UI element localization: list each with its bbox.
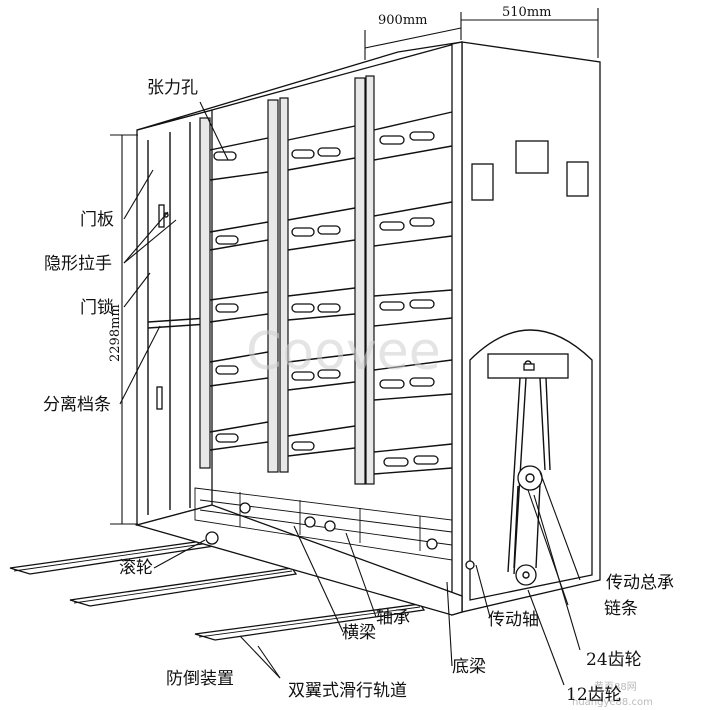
label-double-wing-rail: 双翼式滑行轨道 (288, 681, 407, 701)
upright-3 (279, 97, 289, 473)
dim-depth: 510mm (502, 5, 551, 20)
label-separator-strip: 分离档条 (43, 395, 111, 415)
chassis (194, 487, 475, 570)
label-anti-tip: 防倒装置 (166, 669, 234, 689)
dimension-lines (110, 8, 599, 525)
base-beam (134, 504, 463, 616)
label-transmission-shaft: 传动轴 (488, 610, 539, 630)
drive-mechanism (487, 353, 569, 586)
upright-2 (267, 99, 279, 473)
label-gear-12: 12齿轮 (566, 685, 622, 705)
upright-4 (354, 77, 366, 485)
label-gear-24: 24齿轮 (586, 650, 642, 670)
label-transmission-assembly: 传动总承 (606, 573, 674, 593)
label-bearing: 轴承 (376, 608, 410, 628)
dim-height: 2298mm (108, 304, 123, 362)
rail-group (9, 539, 426, 641)
bay-2 (287, 125, 356, 457)
right-panel-plate-3 (566, 161, 589, 197)
label-chain: 链条 (604, 599, 638, 619)
label-door-panel: 门板 (80, 210, 114, 230)
drive-cutout (469, 329, 593, 601)
label-roller: 滚轮 (119, 558, 153, 578)
gear-24 (517, 465, 543, 491)
upright-5 (365, 75, 375, 485)
label-hidden-handle: 隐形拉手 (44, 254, 112, 274)
bay-1 (209, 137, 269, 451)
roller-wheel (205, 531, 219, 545)
cabinet-body (134, 41, 601, 616)
watermark-corner-2: huangye88.com (572, 697, 653, 708)
right-panel-plate-2 (515, 140, 549, 174)
label-tension-hole: 张力孔 (147, 78, 198, 98)
upright-1 (199, 117, 211, 469)
label-crossbeam: 横梁 (342, 623, 376, 643)
label-base-beam: 底梁 (452, 657, 486, 677)
shelves (209, 111, 453, 475)
bay-3 (373, 111, 453, 475)
right-panel-plate-1 (471, 163, 494, 201)
watermark-main: Coovee (246, 322, 441, 382)
gear-12 (515, 564, 537, 586)
dim-width: 900mm (378, 13, 427, 28)
watermark-corner-1: 黄页88网 (594, 680, 637, 693)
handle-slot (158, 204, 165, 228)
leader-lines (119, 101, 581, 686)
label-door-lock: 门锁 (80, 298, 114, 318)
lock-slot (156, 386, 163, 410)
uprights (199, 75, 375, 485)
